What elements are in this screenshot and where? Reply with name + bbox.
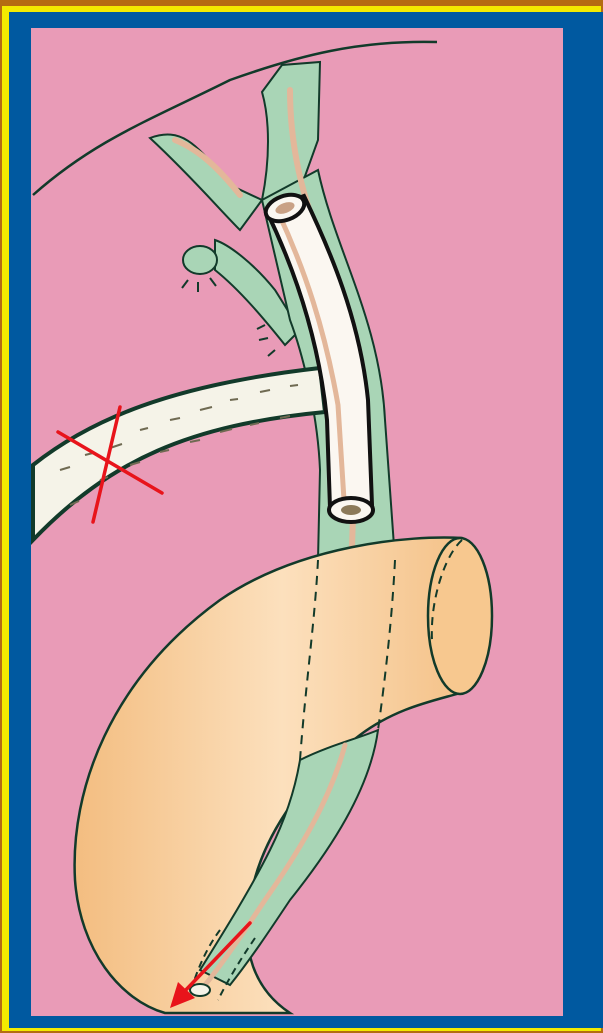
cystic-ligature-knot [183, 246, 217, 274]
duodenum-opening [428, 538, 492, 694]
